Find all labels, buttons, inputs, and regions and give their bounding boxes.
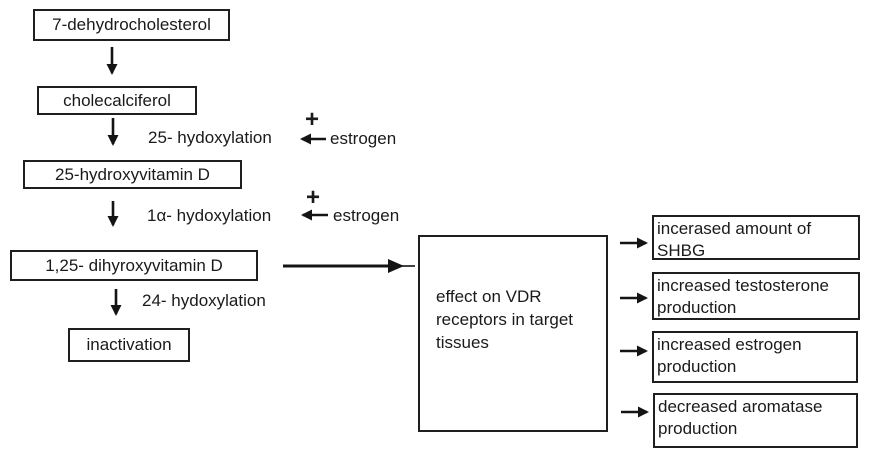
node-label: effect on VDR receptors in target tissue…	[436, 287, 574, 352]
label-24-hydroxylation: 24- hydoxylation	[142, 291, 266, 310]
label-estrogen-lower: estrogen	[333, 206, 400, 225]
node-7-dehydrocholesterol: 7-dehydrocholesterol	[33, 9, 230, 41]
plus-sign-upper: +	[304, 106, 319, 133]
node-25-hydroxyvitamin-d: 25-hydroxyvitamin D	[23, 160, 242, 189]
node-label: cholecalciferol	[63, 90, 171, 110]
node-label: 7-dehydrocholesterol	[52, 15, 211, 34]
node-label: incerased amount of SHBG	[657, 219, 812, 260]
node-cholecalciferol: cholecalciferol	[37, 86, 197, 115]
label-25-hydroxylation: 25- hydoxylation	[148, 128, 272, 147]
node-increased-estrogen: increased estrogen production	[652, 331, 858, 383]
node-label: decreased aromatase production	[658, 397, 823, 438]
label-estrogen-upper: estrogen	[330, 129, 397, 148]
node-label: inactivation	[86, 335, 172, 354]
label-1a-hydroxylation: 1α- hydoxylation	[147, 206, 272, 225]
plus-sign-lower: +	[305, 184, 320, 211]
node-increased-shbg: incerased amount of SHBG	[652, 215, 860, 260]
node-label: increased estrogen production	[657, 335, 802, 376]
node-label: 25-hydroxyvitamin D	[55, 164, 210, 184]
node-label: increased testosterone production	[657, 276, 829, 317]
node-vdr-effect: effect on VDR receptors in target tissue…	[418, 235, 608, 432]
node-inactivation: inactivation	[68, 328, 190, 362]
node-decreased-aromatase: decreased aromatase production	[653, 393, 858, 448]
arrowhead-125ohd-to-vdr-effect	[388, 259, 404, 273]
node-1-25-dihydroxyvitamin-d: 1,25- dihyroxyvitamin D	[10, 250, 258, 281]
node-label: 1,25- dihyroxyvitamin D	[45, 255, 223, 275]
node-increased-testosterone: increased testosterone production	[652, 272, 860, 320]
